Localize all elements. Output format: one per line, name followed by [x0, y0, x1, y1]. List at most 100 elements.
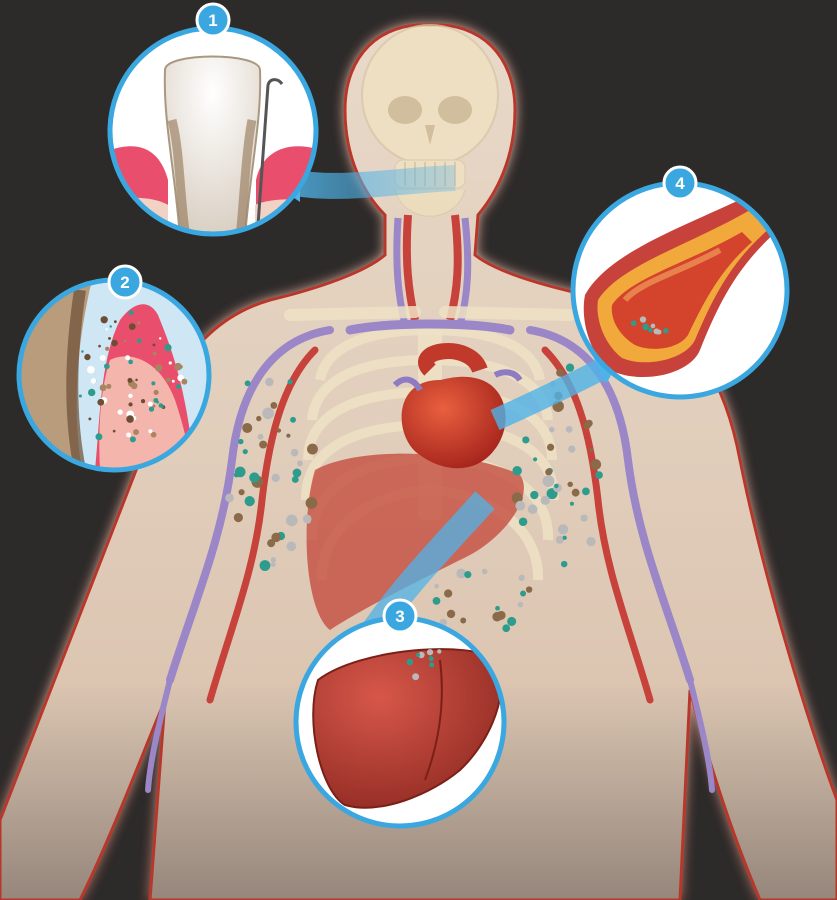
particle [654, 328, 660, 334]
particle [130, 436, 136, 442]
particle [306, 497, 318, 509]
particle [526, 586, 532, 592]
particle [572, 489, 580, 497]
particle [429, 656, 434, 661]
particle [482, 569, 488, 575]
particle [91, 378, 96, 383]
particle [558, 524, 568, 534]
particle [265, 378, 273, 386]
particle [271, 557, 276, 562]
particle [286, 515, 298, 527]
particle [648, 328, 653, 333]
particle [129, 323, 136, 330]
particle [447, 610, 455, 618]
particle [586, 537, 595, 546]
particle [235, 467, 246, 478]
particle [582, 487, 590, 495]
particle [631, 320, 637, 326]
particle [464, 571, 471, 578]
particle [272, 474, 280, 482]
particle [287, 542, 297, 552]
particle [570, 502, 574, 506]
particle [81, 350, 84, 353]
particle [133, 429, 139, 435]
particle [651, 324, 656, 329]
particle [238, 439, 243, 444]
particle [260, 560, 271, 571]
particle [124, 340, 127, 343]
particle [108, 337, 111, 340]
particle [507, 617, 516, 626]
particle [568, 445, 575, 452]
particle [87, 366, 95, 374]
particle [155, 364, 162, 371]
callout-3-number: 3 [395, 607, 404, 626]
particle [151, 381, 155, 385]
particle [135, 379, 138, 382]
particle [161, 406, 164, 409]
particle [543, 475, 555, 487]
particle [293, 469, 302, 478]
particle [98, 345, 101, 348]
particle [153, 352, 157, 356]
particle [437, 649, 441, 653]
callout-1-number: 1 [208, 11, 217, 30]
particle [566, 363, 574, 371]
particle [84, 354, 90, 360]
particle [530, 491, 538, 499]
particle [125, 355, 130, 360]
particle [663, 328, 668, 333]
callout-4-number: 4 [675, 174, 685, 193]
particle [153, 343, 156, 346]
particle [114, 320, 117, 323]
particle [416, 653, 420, 657]
particle [519, 517, 528, 526]
particle [444, 589, 452, 597]
particle [262, 408, 274, 420]
particle [111, 340, 118, 347]
particle [589, 448, 593, 452]
particle [290, 417, 296, 423]
particle [258, 434, 264, 440]
particle [566, 426, 573, 433]
particle [149, 406, 154, 411]
particle [105, 328, 107, 330]
particle [495, 606, 500, 611]
particle [239, 489, 245, 495]
particle [88, 417, 91, 420]
particle [433, 597, 441, 605]
particle [106, 384, 111, 389]
particle [159, 337, 161, 339]
particle [407, 659, 413, 665]
particle [109, 325, 111, 327]
particle [243, 449, 248, 454]
particle [137, 321, 141, 325]
particle [640, 316, 646, 322]
particle [105, 347, 109, 351]
particle [502, 624, 510, 632]
particle [520, 590, 526, 596]
particle [287, 379, 292, 384]
particle [427, 649, 433, 655]
particle [169, 361, 172, 364]
particle [118, 409, 123, 414]
arrow-to-callout-1 [290, 178, 455, 186]
particle [492, 612, 502, 622]
particle [141, 399, 145, 403]
particle [533, 457, 537, 461]
particle [234, 513, 243, 522]
particle [128, 394, 132, 398]
particle [586, 420, 593, 427]
particle [176, 384, 181, 389]
particle [181, 379, 187, 385]
particle [245, 380, 251, 386]
particle [567, 482, 572, 487]
particle [561, 561, 567, 567]
particle [412, 673, 419, 680]
particle [271, 562, 276, 567]
particle [515, 501, 525, 511]
particle [305, 518, 311, 524]
particle [156, 401, 159, 404]
